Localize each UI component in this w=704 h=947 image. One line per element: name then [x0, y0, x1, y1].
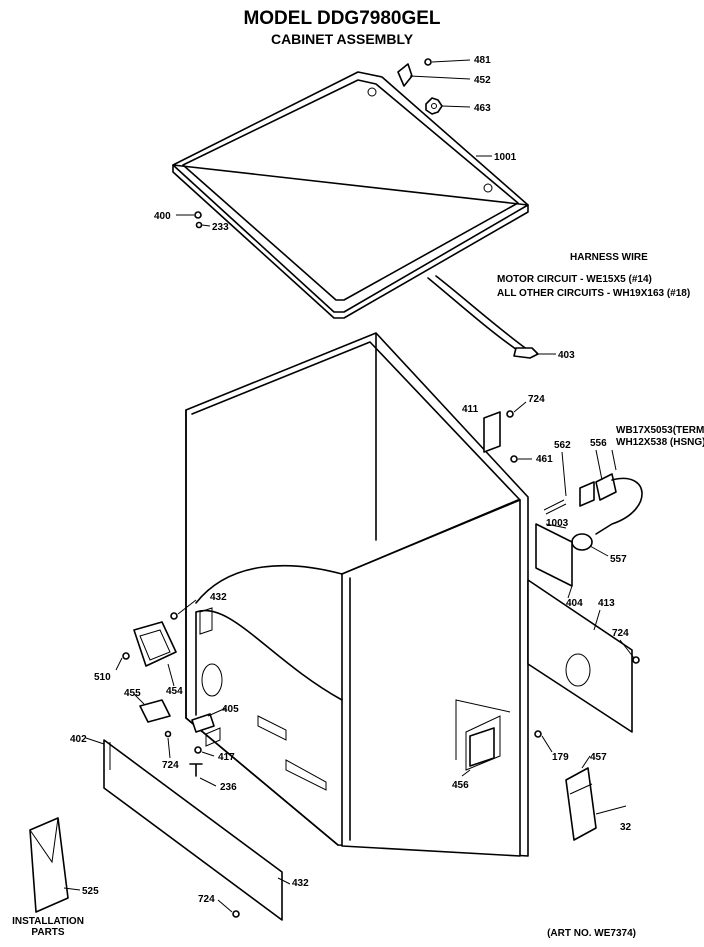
top-cover-part: [172, 71, 529, 319]
right-lower-parts: [534, 730, 597, 841]
part-label-525: 525: [82, 886, 99, 897]
installation-label-1: INSTALLATION: [12, 916, 84, 927]
part-label-455: 455: [124, 688, 141, 699]
part-label-461: 461: [536, 454, 553, 465]
kick-panel-part: [103, 739, 283, 921]
part-label-400: 400: [154, 211, 171, 222]
part-label-556: 556: [590, 438, 607, 449]
top-hardware-parts: [194, 58, 443, 229]
diagram-title: MODEL DDG7980GEL: [243, 8, 440, 29]
hinge-panel-part: [483, 410, 518, 463]
part-label-724-right: 724: [612, 628, 629, 639]
lower-small-parts: [139, 699, 215, 777]
art-number: (ART NO. WE7374): [547, 928, 636, 939]
part-label-724-top: 724: [528, 394, 545, 405]
part-label-405: 405: [222, 704, 239, 715]
part-label-411: 411: [462, 404, 479, 415]
part-label-724-lower: 724: [162, 760, 179, 771]
installation-parts-envelope: [29, 817, 69, 913]
part-label-233: 233: [212, 222, 229, 233]
part-label-404: 404: [566, 598, 583, 609]
part-label-236: 236: [220, 782, 237, 793]
part-label-481: 481: [474, 55, 491, 66]
part-label-1001: 1001: [494, 152, 517, 163]
side-bracket-part: [122, 612, 178, 667]
wire-terminal-parts: [543, 473, 643, 551]
back-panel-part: [527, 523, 640, 733]
part-label-510: 510: [94, 672, 111, 683]
part-label-457: 457: [590, 752, 607, 763]
part-label-179: 179: [552, 752, 569, 763]
part-label-1003: 1003: [546, 518, 569, 529]
part-label-724-bottom: 724: [198, 894, 215, 905]
part-label-403: 403: [558, 350, 575, 361]
part-label-413: 413: [598, 598, 615, 609]
part-label-452: 452: [474, 75, 491, 86]
installation-label-2: PARTS: [31, 927, 64, 938]
part-label-456: 456: [452, 780, 469, 791]
leader-lines: [63, 59, 635, 913]
part-label-562: 562: [554, 440, 571, 451]
harness-heading: HARNESS WIRE: [570, 252, 648, 263]
term-label-1: WB17X5053(TERM): [616, 425, 704, 436]
harness-line-1: MOTOR CIRCUIT - WE15X5 (#14): [497, 274, 652, 285]
harness-line-2: ALL OTHER CIRCUITS - WH19X163 (#18): [497, 288, 690, 299]
cabinet-body-part: [185, 332, 529, 857]
diagram-subtitle: CABINET ASSEMBLY: [271, 31, 414, 47]
part-label-432-lower: 432: [292, 878, 309, 889]
harness-wire-part: [427, 275, 539, 359]
part-label-454: 454: [166, 686, 183, 697]
part-label-432-upper: 432: [210, 592, 227, 603]
part-label-557: 557: [610, 554, 627, 565]
part-label-32: 32: [620, 822, 632, 833]
part-label-463: 463: [474, 103, 491, 114]
term-label-2: WH12X538 (HSNG): [616, 437, 704, 448]
part-label-402: 402: [70, 734, 87, 745]
part-label-417: 417: [218, 752, 235, 763]
